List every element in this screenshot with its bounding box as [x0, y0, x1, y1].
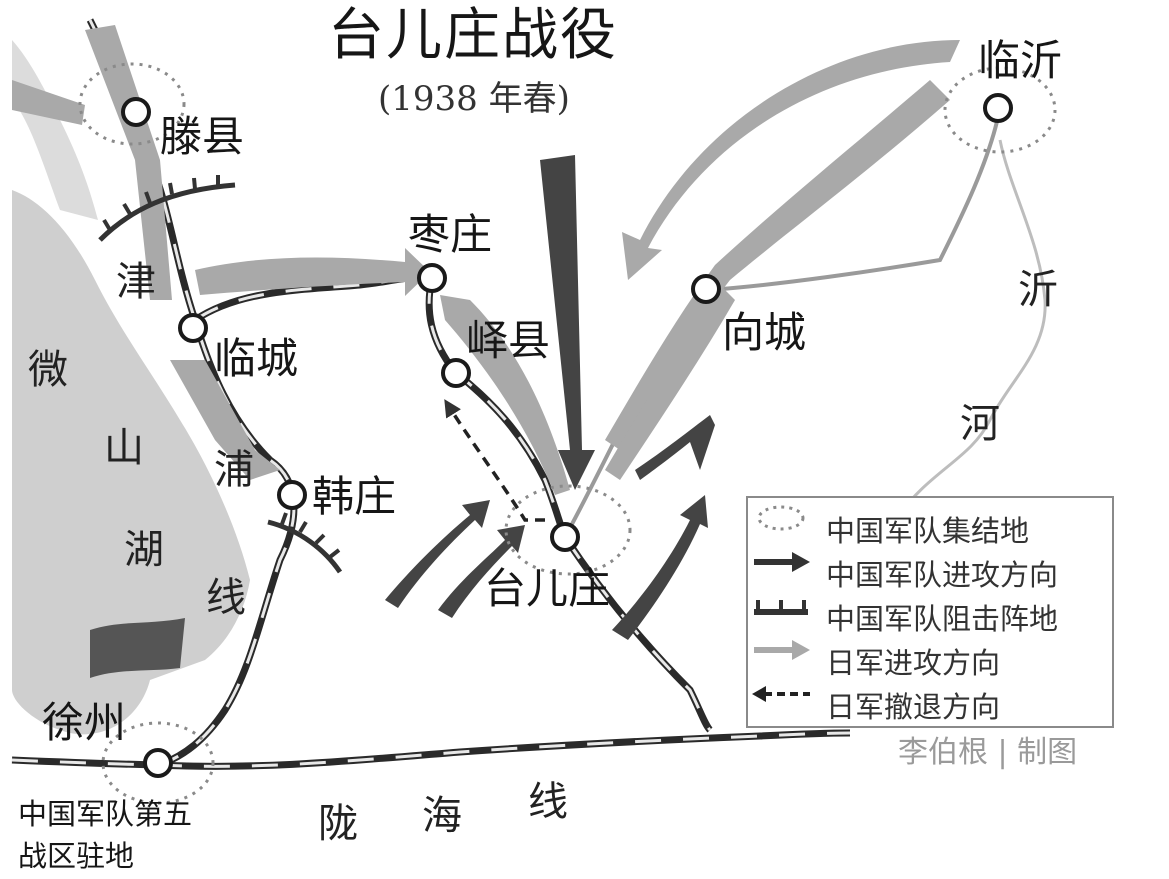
jinpu-label-char-3: 线: [206, 575, 246, 621]
legend-row-blocking: 中国军队阻击阵地: [748, 592, 1114, 636]
lake-label-char-1: 微: [28, 347, 68, 393]
japan-arrow-linyi-curve: [622, 40, 960, 280]
longhai-label-char-2: 海: [422, 793, 462, 839]
legend-row-japanese-attack: 日军进攻方向: [748, 636, 1114, 680]
legend-dashed-arrow-icon: [752, 686, 810, 702]
longhai-label-char-1: 陇: [318, 801, 358, 847]
city-label-yixian: 峄县: [466, 316, 551, 365]
jinpu-label-char-1: 津: [116, 259, 156, 305]
city-label-zaozhuang: 枣庄: [408, 210, 493, 259]
city-label-xuzhou: 徐州: [42, 698, 127, 747]
city-label-hanzhuang: 韩庄: [312, 472, 397, 521]
legend-light-arrow-icon: [754, 640, 810, 660]
blocking-positions: [98, 182, 343, 574]
yi-river: [893, 139, 1047, 521]
japan-arrow-yixian: [440, 295, 570, 495]
river-label-char-1: 沂: [1018, 267, 1058, 313]
city-marker-yixian: [441, 358, 471, 388]
legend-row-assembly: 中国军队集结地: [748, 504, 1114, 548]
river-label-char-2: 河: [960, 401, 1000, 447]
jinpu-label-char-2: 浦: [214, 447, 254, 493]
japanese-retreat-arrow: [444, 399, 545, 522]
city-marker-taierzhuang: [550, 522, 580, 552]
war-zone-note-line-1: 中国军队第五: [18, 797, 193, 831]
city-label-tengxian: 滕县: [160, 112, 245, 161]
city-marker-xuzhou: [143, 748, 173, 778]
xuzhou-zone-shape: [90, 618, 185, 678]
legend-label-japanese-retreat: 日军撤退方向: [826, 690, 1001, 724]
city-marker-zaozhuang: [417, 263, 447, 293]
assembly-area-linyi: [943, 66, 1057, 154]
japan-arrow-tengxian: [85, 25, 172, 300]
city-marker-lincheng: [178, 313, 208, 343]
lake-upper-strip: [12, 40, 98, 220]
assembly-area-xuzhou: [101, 721, 215, 805]
china-arrow-north: [540, 155, 595, 490]
assembly-area-tengxian: [78, 62, 186, 146]
map-credit: 李伯根 | 制图: [898, 735, 1078, 770]
legend-label-blocking: 中国军队阻击阵地: [826, 602, 1059, 636]
map-subtitle: (1938 年春): [378, 79, 570, 119]
legend-label-assembly: 中国军队集结地: [826, 514, 1030, 548]
china-arrow-sw1: [385, 500, 490, 608]
map-legend: 中国军队集结地 中国军队进攻方向 中国军队阻击阵地 日军进攻方向: [746, 496, 1114, 728]
china-arrow-se1: [612, 495, 708, 640]
legend-label-chinese-attack: 中国军队进攻方向: [826, 558, 1059, 592]
china-arrow-sw2: [438, 525, 525, 618]
japan-arrow-zaozhuang: [195, 248, 430, 296]
assembly-area-taierzhuang: [504, 484, 632, 576]
chinese-advance-arrows: [385, 155, 715, 640]
legend-row-japanese-retreat: 日军撤退方向: [748, 680, 1114, 724]
longhai-railway: [11, 729, 851, 770]
city-label-linyi: 临沂: [978, 36, 1063, 85]
assembly-areas: [78, 62, 1057, 805]
japan-arrow-lincheng: [170, 360, 280, 480]
blocking-position-north: [98, 182, 236, 242]
weishan-lake: [12, 190, 250, 735]
city-marker-linyi: [983, 93, 1013, 123]
china-arrow-se2: [635, 415, 715, 480]
legend-blocking-position-icon: [754, 600, 808, 615]
city-marker-xiangcheng: [691, 274, 721, 304]
japan-arrow-east: [605, 285, 735, 480]
map-title: 台儿庄战役: [328, 3, 618, 68]
japan-arrow-west-top: [12, 80, 85, 125]
linyi-road: [563, 107, 1002, 538]
city-label-xiangcheng: 向城: [722, 308, 807, 357]
city-label-lincheng: 临城: [214, 334, 299, 383]
war-zone-note-line-2: 战区驻地: [18, 839, 135, 873]
city-markers: [121, 93, 1013, 778]
longhai-label-char-3: 线: [528, 779, 568, 825]
japanese-advance-arrows: [12, 25, 960, 495]
legend-dark-arrow-icon: [754, 552, 810, 572]
lake-label-char-3: 湖: [124, 527, 164, 573]
city-marker-tengxian: [121, 97, 151, 127]
lake-label-char-2: 山: [104, 425, 144, 471]
blocking-position-hanzhuang: [267, 519, 343, 574]
legend-label-japanese-attack: 日军进攻方向: [826, 646, 1001, 680]
legend-row-chinese-attack: 中国军队进攻方向: [748, 548, 1114, 592]
city-marker-hanzhuang: [277, 480, 307, 510]
legend-dotted-circle-icon: [757, 505, 805, 531]
city-label-taierzhuang: 台儿庄: [484, 564, 611, 613]
